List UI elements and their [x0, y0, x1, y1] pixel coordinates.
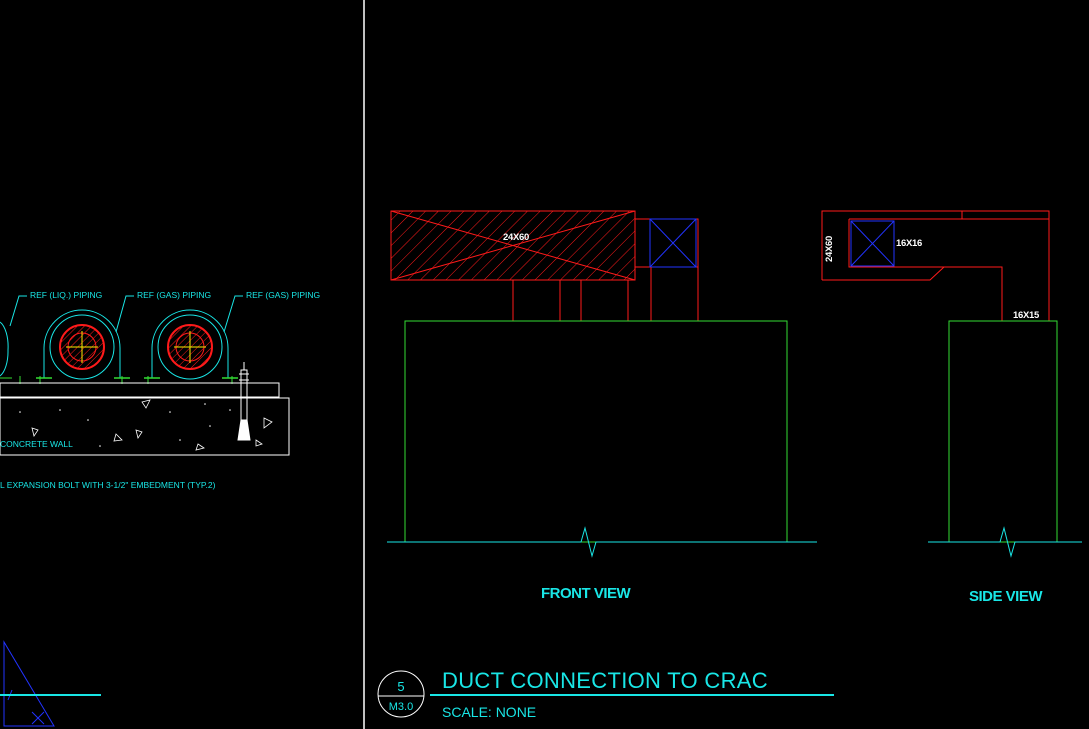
side-view-label: SIDE VIEW	[969, 588, 1043, 605]
side-return-opening	[850, 220, 895, 267]
detail-section-marker	[3, 640, 55, 727]
side-duct-size-bottom: 16X15	[1013, 310, 1040, 321]
front-duct-supports	[512, 267, 699, 321]
front-view: 24X60 FRONT VIEW	[387, 210, 817, 602]
side-floor-line	[928, 526, 1082, 558]
side-duct-size-vertical: 24X60	[824, 236, 835, 262]
label-ref-gas-2: REF (GAS) PIPING	[246, 290, 320, 300]
detail-number: 5	[397, 679, 404, 694]
label-ref-liq: REF (LIQ.) PIPING	[30, 290, 102, 300]
expansion-bolt	[237, 362, 251, 441]
leader-lines	[9, 295, 243, 333]
detail-title: DUCT CONNECTION TO CRAC	[442, 668, 768, 693]
side-view: 24X60 16X16 16X15 SIDE VIEW	[821, 210, 1082, 605]
channel-strut	[0, 382, 280, 398]
concrete-dots	[19, 403, 231, 447]
label-concrete-wall: CONCRETE WALL	[0, 439, 73, 449]
pipe-ref-liq	[19, 309, 130, 384]
side-duct-size-small: 16X16	[896, 238, 922, 249]
label-ref-gas-1: REF (GAS) PIPING	[137, 290, 211, 300]
detail-bubble	[377, 670, 425, 718]
label-expansion-bolt: L EXPANSION BOLT WITH 3-1/2" EMBEDMENT (…	[0, 480, 216, 490]
front-crac-unit	[404, 320, 788, 543]
side-duct	[821, 210, 1050, 321]
concrete-wall	[0, 397, 290, 456]
front-return-opening	[649, 218, 697, 268]
title-block: 5 M3.0 DUCT CONNECTION TO CRAC SCALE: NO…	[377, 668, 834, 720]
front-duct-size: 24X60	[503, 232, 529, 243]
concrete-aggregate	[31, 399, 273, 451]
front-floor-line	[387, 526, 817, 558]
front-view-label: FRONT VIEW	[541, 585, 632, 602]
pipe-support-detail: REF (LIQ.) PIPING REF (GAS) PIPING REF (…	[0, 290, 320, 727]
pipe-partial	[0, 321, 12, 379]
side-crac-unit	[948, 320, 1058, 543]
sheet-number: M3.0	[389, 701, 413, 713]
pipe-ref-gas	[144, 309, 238, 384]
detail-scale: SCALE: NONE	[442, 704, 536, 720]
